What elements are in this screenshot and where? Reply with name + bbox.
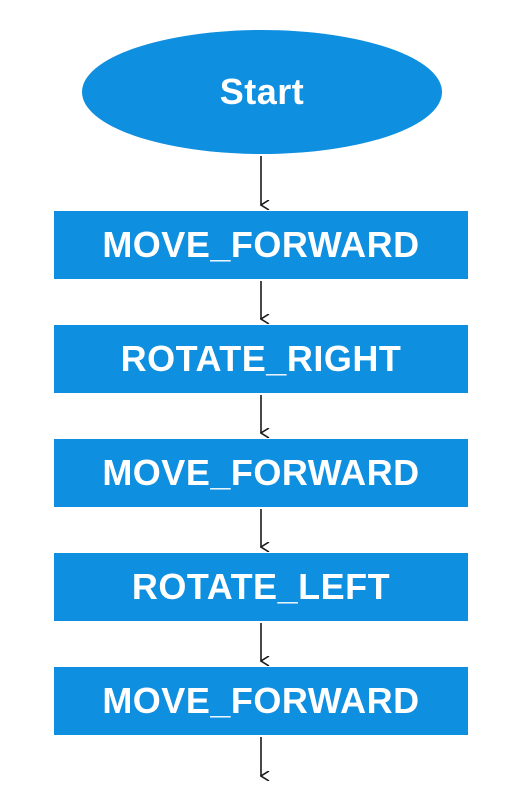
start-label: Start (219, 71, 305, 112)
step-rotate-right: ROTATE_RIGHT (54, 325, 468, 393)
start-node: Start (82, 30, 442, 154)
step-move-forward-2: MOVE_FORWARD (54, 439, 468, 507)
step-label: MOVE_FORWARD (102, 452, 420, 493)
step-move-forward-1: MOVE_FORWARD (54, 211, 468, 279)
step-rotate-left: ROTATE_LEFT (54, 553, 468, 621)
step-label: ROTATE_LEFT (131, 566, 391, 607)
step-label: MOVE_FORWARD (102, 224, 420, 265)
step-label: MOVE_FORWARD (102, 680, 420, 721)
step-move-forward-3: MOVE_FORWARD (54, 667, 468, 735)
step-label: ROTATE_RIGHT (120, 338, 402, 379)
